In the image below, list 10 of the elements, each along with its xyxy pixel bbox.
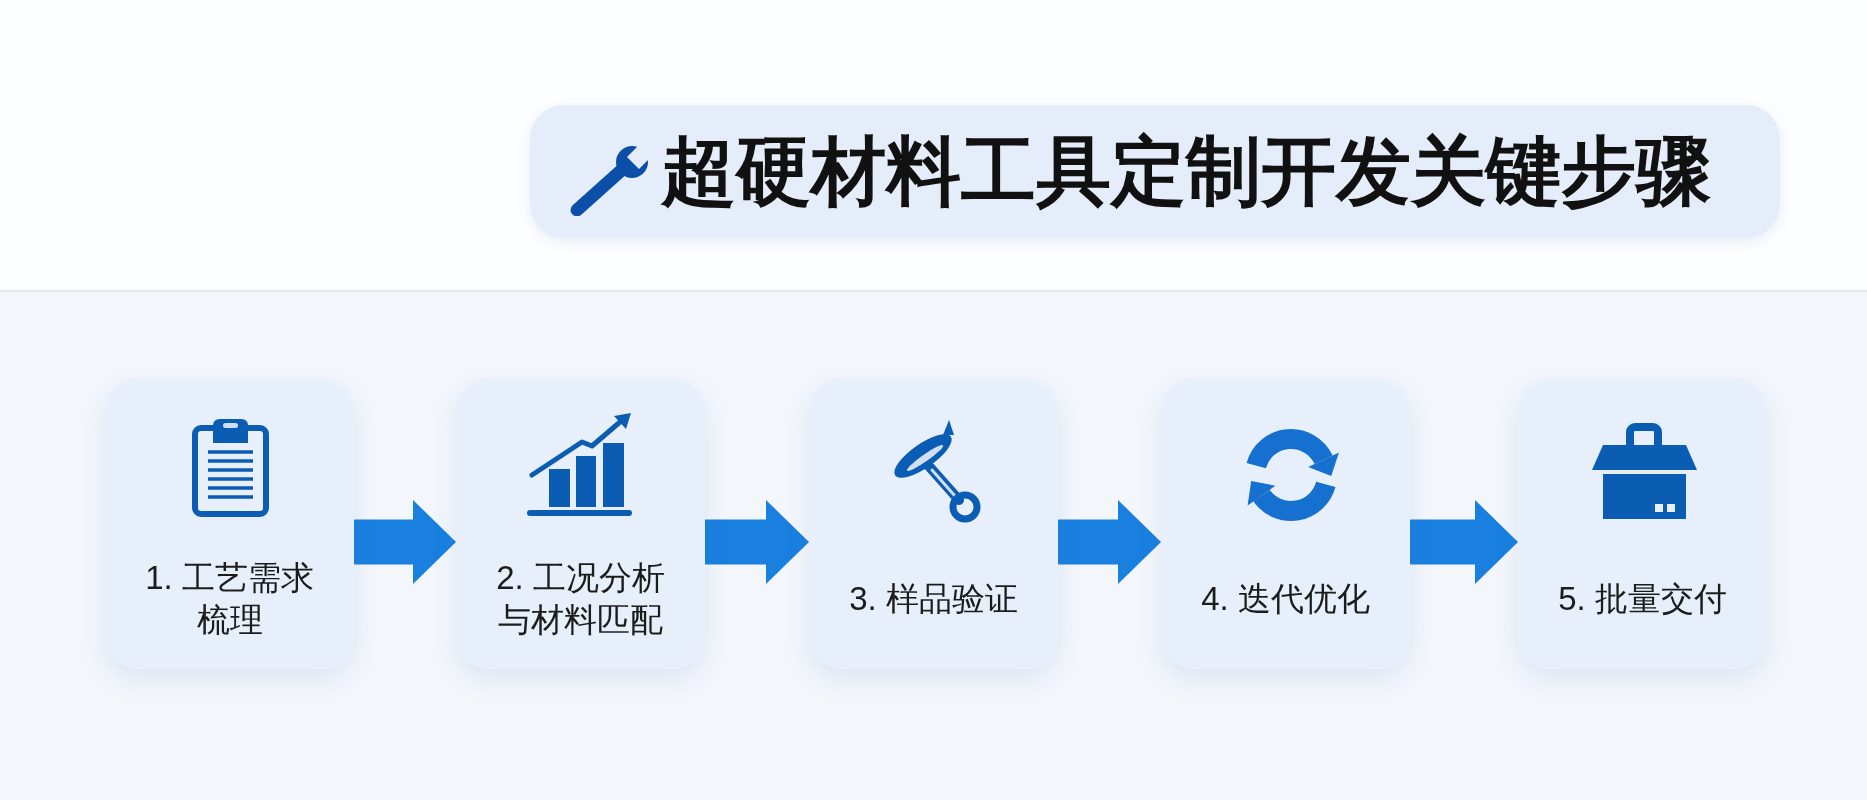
arrow [1410,500,1518,584]
arrow [354,500,456,584]
step-label: 1. 工艺需求梳理 [144,558,315,640]
step-label: 3. 样品验证 [849,579,1018,619]
step-label: 2. 工况分析与材料匹配 [495,558,666,640]
title: 超硬材料工具定制开发关键步骤 [661,131,1711,212]
step-label: 4. 迭代优化 [1201,579,1370,619]
arrow [1058,500,1161,584]
step-label: 5. 批量交付 [1558,579,1727,619]
arrow [705,500,809,584]
